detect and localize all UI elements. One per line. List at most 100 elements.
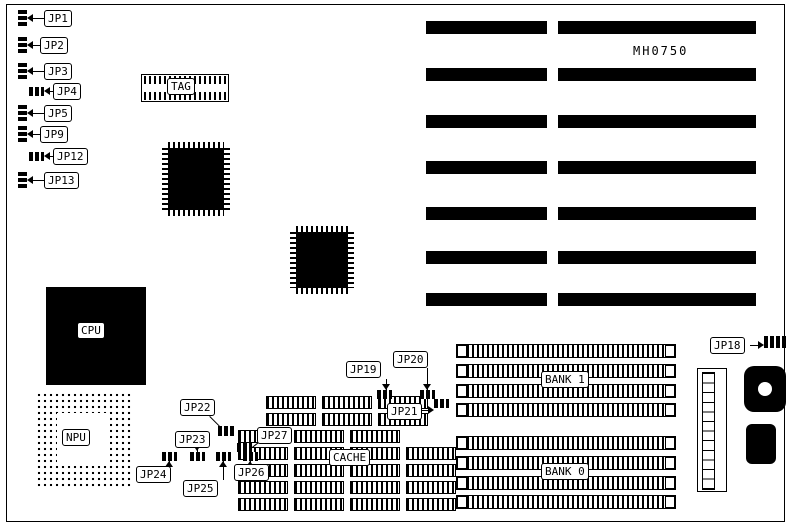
- leader-line: [418, 410, 430, 411]
- jumper-jp26: [243, 452, 258, 461]
- jumper-jp2: [18, 37, 27, 54]
- chipset-chip: [296, 232, 348, 288]
- leader-arrow: [27, 176, 33, 184]
- power-connector: [697, 368, 727, 492]
- cache-chip: [350, 464, 400, 477]
- label-jp12: JP12: [53, 148, 88, 165]
- simm-socket: [456, 436, 676, 450]
- leader-arrow: [193, 445, 201, 451]
- leader-arrow: [27, 109, 33, 117]
- leader-line: [427, 368, 428, 390]
- chipset-pins: [224, 148, 230, 210]
- label-jp9: JP9: [40, 126, 68, 143]
- leader-line: [32, 45, 40, 46]
- jumper-jp9: [18, 126, 27, 143]
- cache-chip: [294, 464, 344, 477]
- leader-line: [223, 461, 224, 480]
- isa-slot: [426, 161, 547, 174]
- chipset-pins: [168, 142, 224, 148]
- jumper-jp27: [237, 443, 252, 452]
- label-tag: TAG: [167, 78, 195, 95]
- leader-line: [49, 91, 53, 92]
- label-jp4: JP4: [53, 83, 81, 100]
- jumper-jp19: [377, 390, 392, 399]
- cache-chip: [350, 481, 400, 494]
- keyboard-connector: [744, 366, 786, 412]
- label-jp22: JP22: [180, 399, 215, 416]
- isa-slot: [558, 293, 756, 306]
- cache-chip: [238, 498, 288, 511]
- cache-chip: [322, 413, 372, 426]
- label-jp13: JP13: [44, 172, 79, 189]
- label-bank0: BANK 0: [541, 463, 589, 480]
- isa-slot: [558, 21, 756, 34]
- isa-slot: [558, 115, 756, 128]
- isa-slot: [558, 251, 756, 264]
- jumper-jp4: [29, 87, 44, 96]
- cache-chip: [350, 498, 400, 511]
- label-cpu: CPU: [77, 322, 105, 339]
- leader-line: [32, 113, 44, 114]
- cache-chip: [322, 396, 372, 409]
- cache-chip: [294, 481, 344, 494]
- isa-slot: [426, 115, 547, 128]
- chipset-pins: [296, 288, 348, 294]
- chipset-pins: [162, 148, 168, 210]
- label-jp26: JP26: [234, 464, 269, 481]
- label-jp3: JP3: [44, 63, 72, 80]
- diagram-border: [6, 4, 785, 522]
- isa-slot: [558, 207, 756, 220]
- chipset-pins: [290, 232, 296, 288]
- chipset-chip: [168, 148, 224, 210]
- cache-chip: [406, 498, 456, 511]
- aux-connector: [746, 424, 776, 464]
- label-jp25: JP25: [183, 480, 218, 497]
- cache-chip: [406, 447, 456, 460]
- jumper-jp21: [434, 399, 449, 408]
- isa-slot: [426, 293, 547, 306]
- label-jp24: JP24: [136, 466, 171, 483]
- isa-slot: [426, 251, 547, 264]
- simm-socket: [456, 403, 676, 417]
- label-jp1: JP1: [44, 10, 72, 27]
- label-jp23: JP23: [175, 431, 210, 448]
- simm-socket: [456, 344, 676, 358]
- label-npu: NPU: [62, 429, 90, 446]
- cache-chip: [406, 481, 456, 494]
- cache-chip: [406, 464, 456, 477]
- jumper-jp13: [18, 172, 27, 189]
- label-jp2: JP2: [40, 37, 68, 54]
- label-jp21: JP21: [387, 403, 422, 420]
- label-jp18: JP18: [710, 337, 745, 354]
- label-jp20: JP20: [393, 351, 428, 368]
- jumper-jp12: [29, 152, 44, 161]
- cache-chip: [294, 498, 344, 511]
- chipset-pins: [168, 210, 224, 216]
- isa-slot: [558, 68, 756, 81]
- jumper-jp1: [18, 10, 27, 27]
- jumper-jp18: [764, 336, 788, 348]
- isa-slot: [426, 68, 547, 81]
- cache-chip: [350, 430, 400, 443]
- jumper-jp22: [218, 426, 234, 436]
- leader-arrow: [44, 87, 50, 95]
- cache-chip: [294, 430, 344, 443]
- isa-slot: [558, 161, 756, 174]
- label-jp19: JP19: [346, 361, 381, 378]
- chipset-pins: [348, 232, 354, 288]
- leader-line: [750, 345, 760, 346]
- label-jp5: JP5: [44, 105, 72, 122]
- label-cache: CACHE: [329, 449, 371, 466]
- leader-arrow: [27, 130, 33, 138]
- leader-line: [169, 461, 170, 466]
- isa-slot: [426, 21, 547, 34]
- jumper-jp3: [18, 63, 27, 80]
- leader-line: [32, 71, 44, 72]
- leader-arrow: [27, 41, 33, 49]
- isa-slot: [426, 207, 547, 220]
- leader-arrow: [758, 341, 764, 349]
- jumper-jp24: [162, 452, 177, 461]
- leader-arrow: [428, 406, 434, 414]
- label-bank1: BANK 1: [541, 371, 589, 388]
